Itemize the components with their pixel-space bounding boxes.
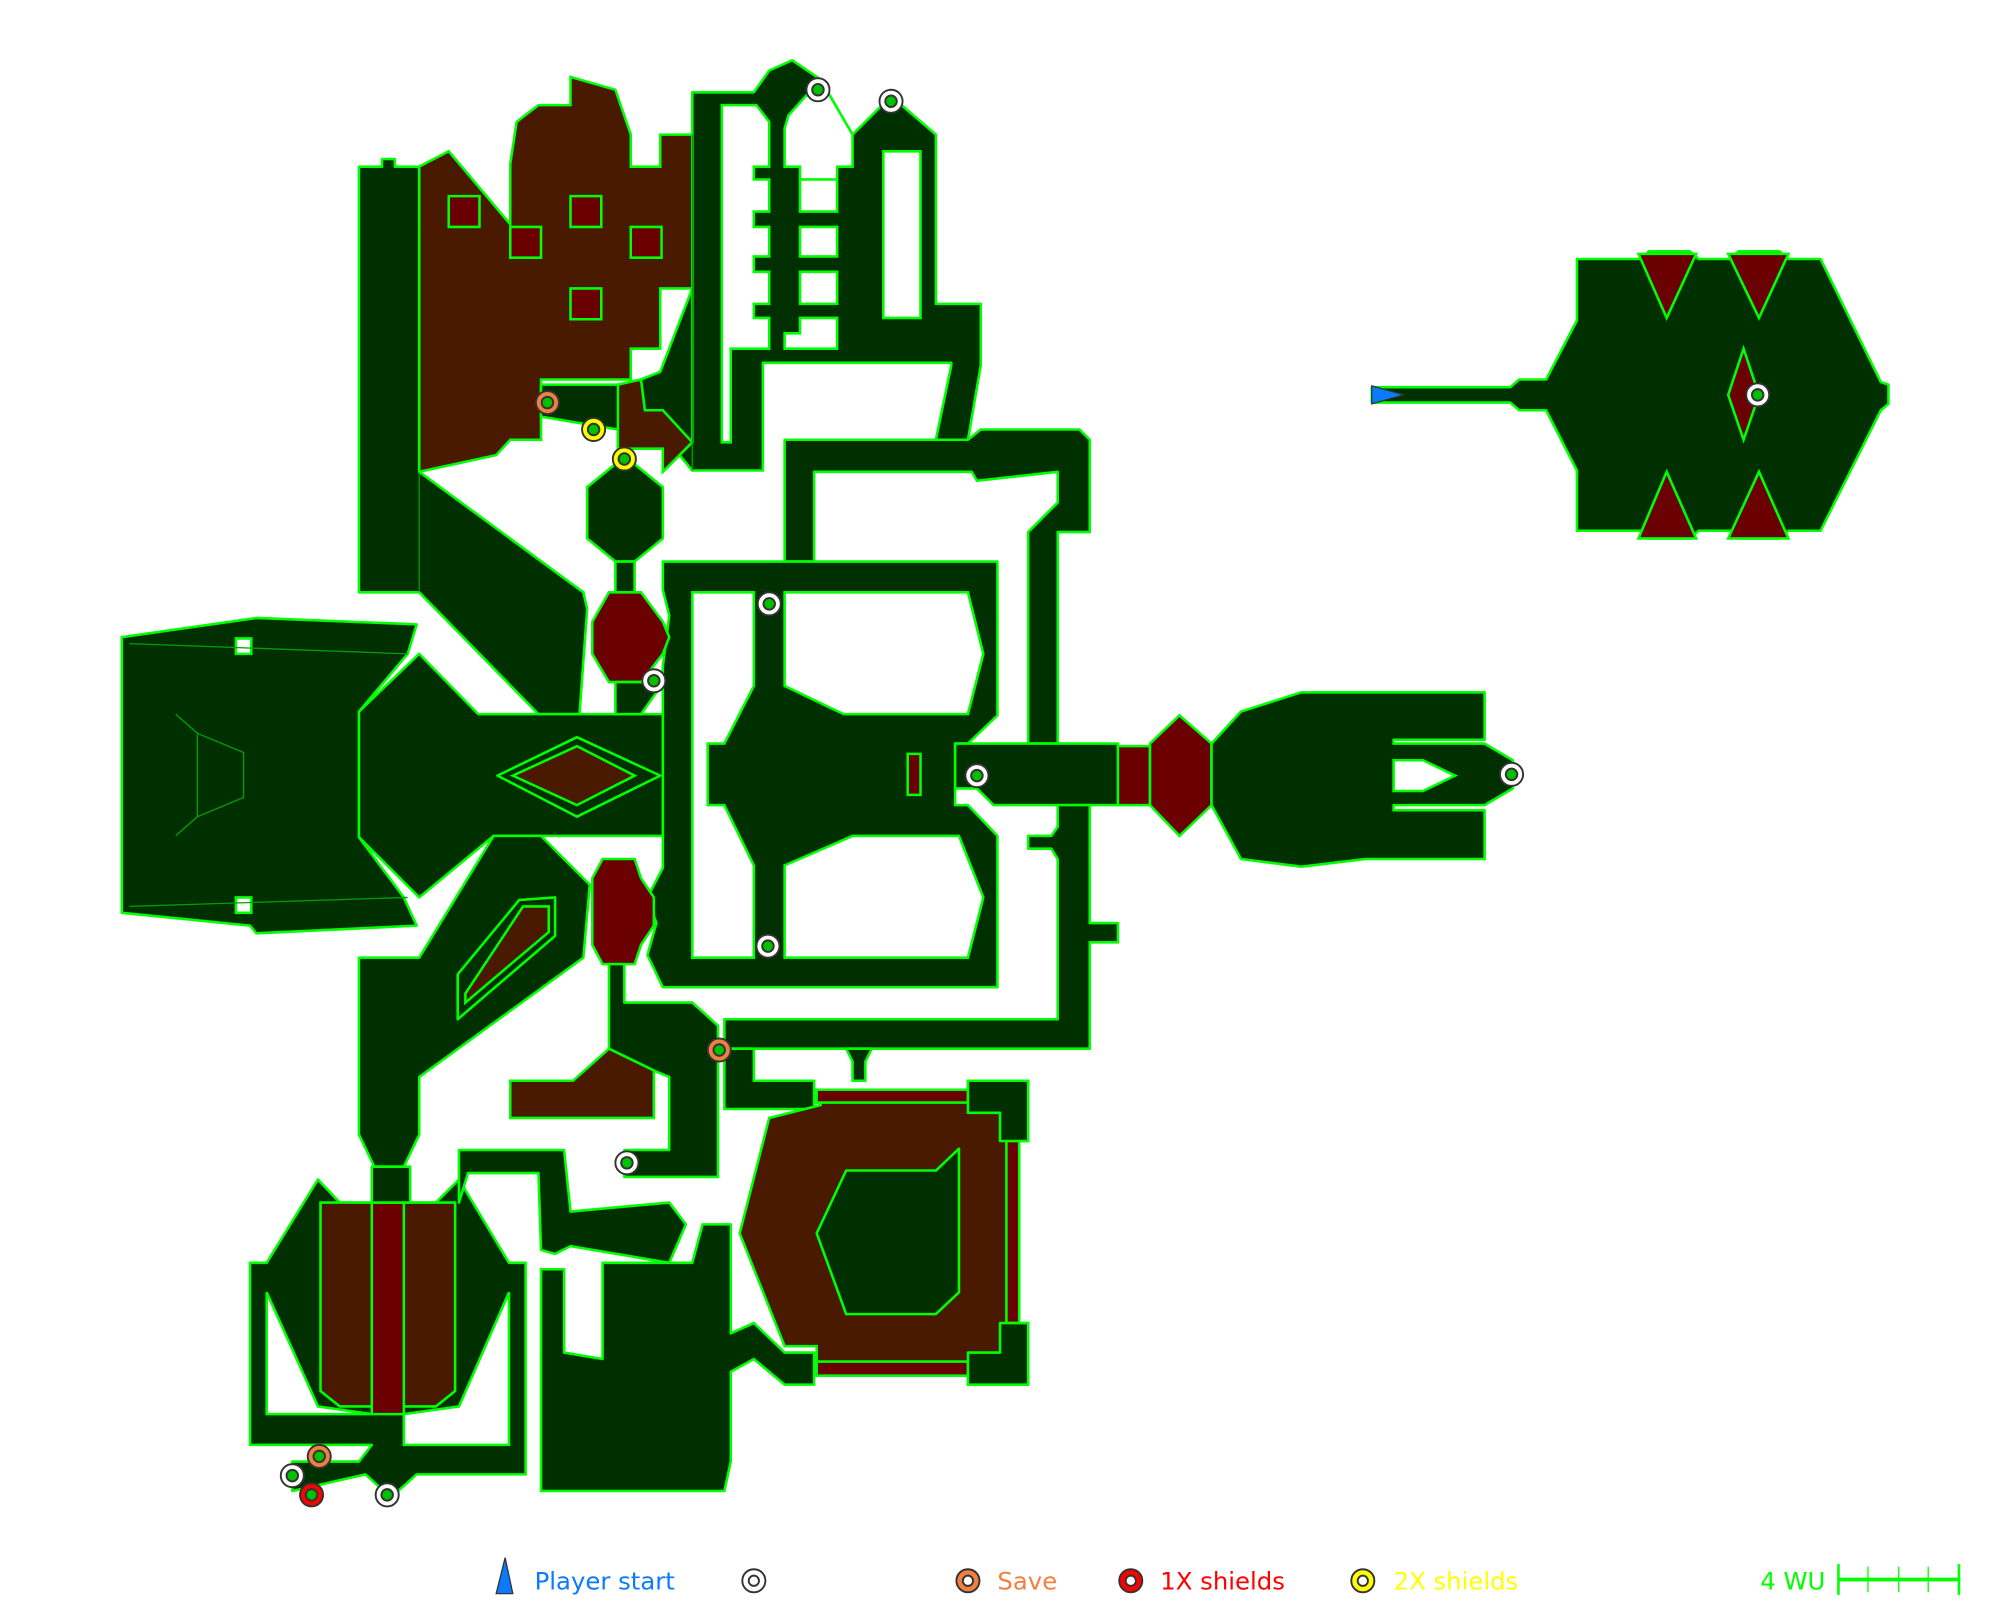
southwest-neck [370,1165,412,1204]
north-hole-f [882,150,922,320]
north-octagon [585,462,665,563]
hex-hazard-3 [1636,468,1699,540]
item-marker [374,1482,400,1508]
item-marker [755,933,781,959]
item-marker [878,88,904,114]
southeast-strip-bottom [815,1360,970,1377]
item-marker [641,668,667,694]
player-start-triangle-icon [495,1557,514,1595]
hazard-block [569,287,603,321]
top-ring-corridor [783,428,1092,745]
north-hole-c [798,225,839,258]
diamond-inset-platform [509,744,638,807]
central-hole-tr [783,591,985,716]
southeast-strip-right [1005,1139,1021,1325]
southeast-room-core [815,1147,961,1316]
south-brown-ledge [508,1047,656,1120]
legend-1x-shields: 1X shields [1160,1567,1285,1596]
scale-bar [1837,1564,1961,1595]
legend-player-start: Player start [535,1567,675,1596]
floor-detail-line [129,642,408,655]
brown-platform-room [417,75,694,474]
map-markers [279,77,1771,1508]
southeast-strip-top [815,1088,970,1104]
east-arm [953,742,1120,807]
west-pillar-1 [234,637,253,656]
hex-hazard-5 [1726,344,1761,444]
east-ring-corridor [723,803,1120,1050]
west-pillar-2 [234,896,253,915]
north-hole-e [783,316,839,351]
north-hole-g [798,178,839,213]
item-ring-icon [741,1568,767,1594]
south-connector [723,1047,816,1111]
hazard-block [508,225,543,259]
shield-2x-marker [581,416,607,442]
east-hub-hole [1392,758,1459,793]
hex-hazard-2 [1726,252,1791,321]
save-ring-icon [955,1568,981,1594]
far-east-hex-room [1370,250,1890,540]
shield-2x-ring-icon [1350,1568,1376,1594]
floor-detail-line [197,732,245,818]
south-complex [539,1223,816,1493]
save-marker [306,1443,332,1469]
hazard-block [447,194,481,229]
item-marker [805,77,831,103]
legend-save: Save [997,1567,1057,1596]
southwest-strip [370,1201,406,1416]
east-hazard [1116,744,1152,807]
item-marker [614,1150,640,1176]
north-hole-a [720,103,771,444]
west-big-room [120,616,418,935]
south-stub [844,1047,874,1083]
diamond-hub [1148,713,1213,838]
southeast-pillar-top [966,1079,1030,1143]
left-column-corridor [357,157,589,716]
save-marker [706,1037,732,1063]
legend-scale-label: 4 WU [1760,1567,1825,1596]
east-hub [1210,691,1515,868]
map-geometry [120,58,1890,1499]
floor-detail-line [129,896,408,908]
shield-1x-ring-icon [1118,1568,1144,1594]
shield-2x-marker [611,446,637,472]
diagonal-inset-platform [464,905,550,1006]
legend-2x-shields: 2X shields [1394,1567,1519,1596]
item-marker [756,591,782,617]
red-octagon-south [591,857,656,966]
item-marker [1499,761,1525,787]
southeast-pillar-bottom [966,1321,1030,1386]
hazard-block [629,225,663,259]
north-hole-d [798,270,839,306]
save-marker [534,390,560,416]
floor-detail-line [175,713,199,837]
item-marker [964,763,990,789]
hex-hazard-1 [1636,252,1699,322]
central-strip [906,752,922,797]
southwest-hole-right [402,1291,511,1447]
red-octagon-north [591,591,671,684]
player-start-marker [1371,385,1407,405]
south-west-corridor [457,1148,688,1265]
central-hole-br [783,834,985,959]
octagon-link [614,560,636,594]
item-marker [279,1463,305,1489]
legend: Player start Save 1X shields 2X shields … [495,1557,1961,1596]
hex-hazard-4 [1726,468,1791,540]
item-marker [1745,382,1771,408]
shield-1x-marker [299,1482,325,1508]
central-hole-left [691,591,756,959]
hazard-block [569,194,603,229]
